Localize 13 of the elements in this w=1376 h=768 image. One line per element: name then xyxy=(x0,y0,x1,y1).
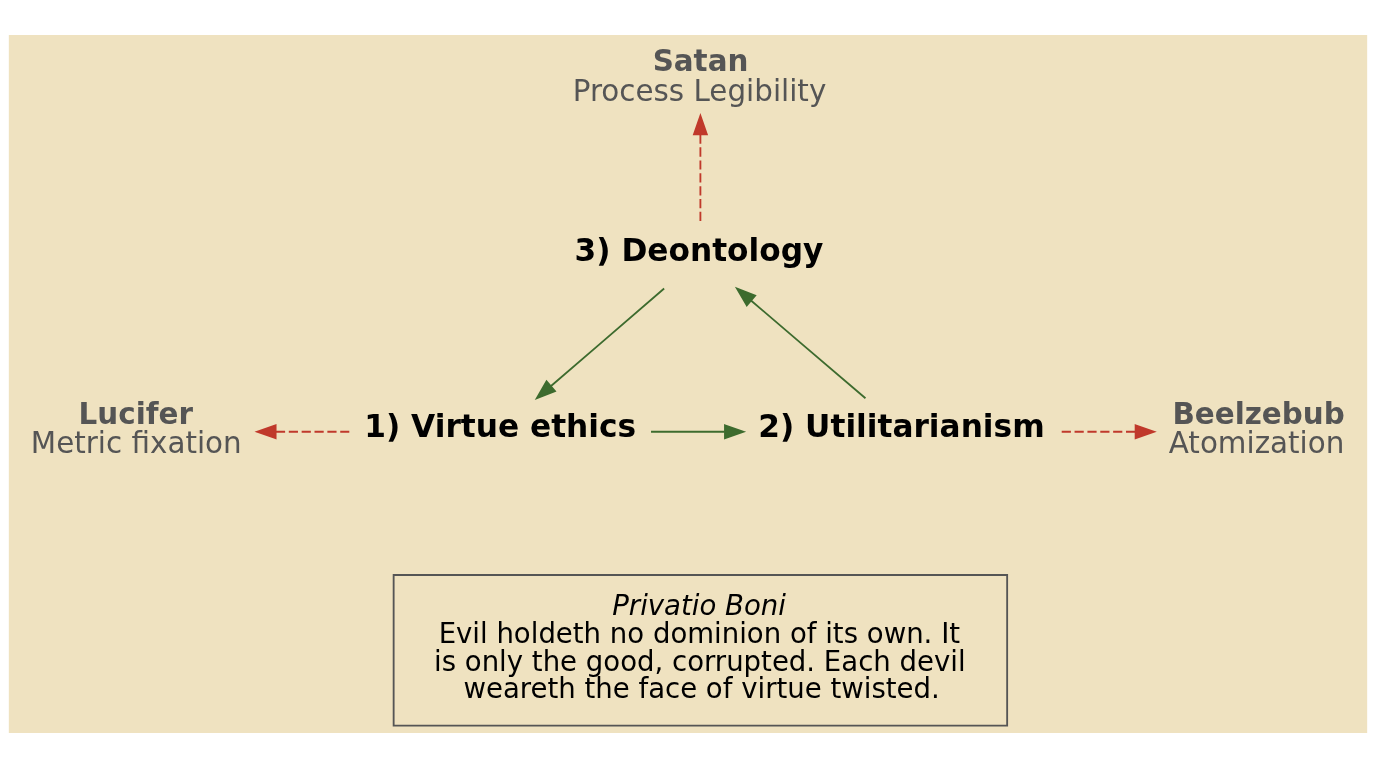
node-text: 1) Virtue ethics xyxy=(364,408,637,445)
arrow xyxy=(534,287,666,401)
node-text: Lucifer Metric fixation xyxy=(30,397,242,461)
arrow xyxy=(1060,424,1157,440)
node-box: Privatio Boni Evil holdeth no dominion of its own. It is only the good, corrupted. Each devil weareth the face of virtue twisted. xyxy=(392,574,1009,727)
node-text: 3) Deontology xyxy=(574,232,824,269)
arrow xyxy=(254,424,351,440)
node-text: Beelzebub Atomization xyxy=(1168,397,1345,461)
node-text: Satan Process Legibility xyxy=(572,44,827,108)
arrow xyxy=(734,286,867,400)
arrow xyxy=(692,113,709,224)
arrow xyxy=(650,424,747,440)
node-text: 2) Utilitarianism xyxy=(758,408,1045,445)
